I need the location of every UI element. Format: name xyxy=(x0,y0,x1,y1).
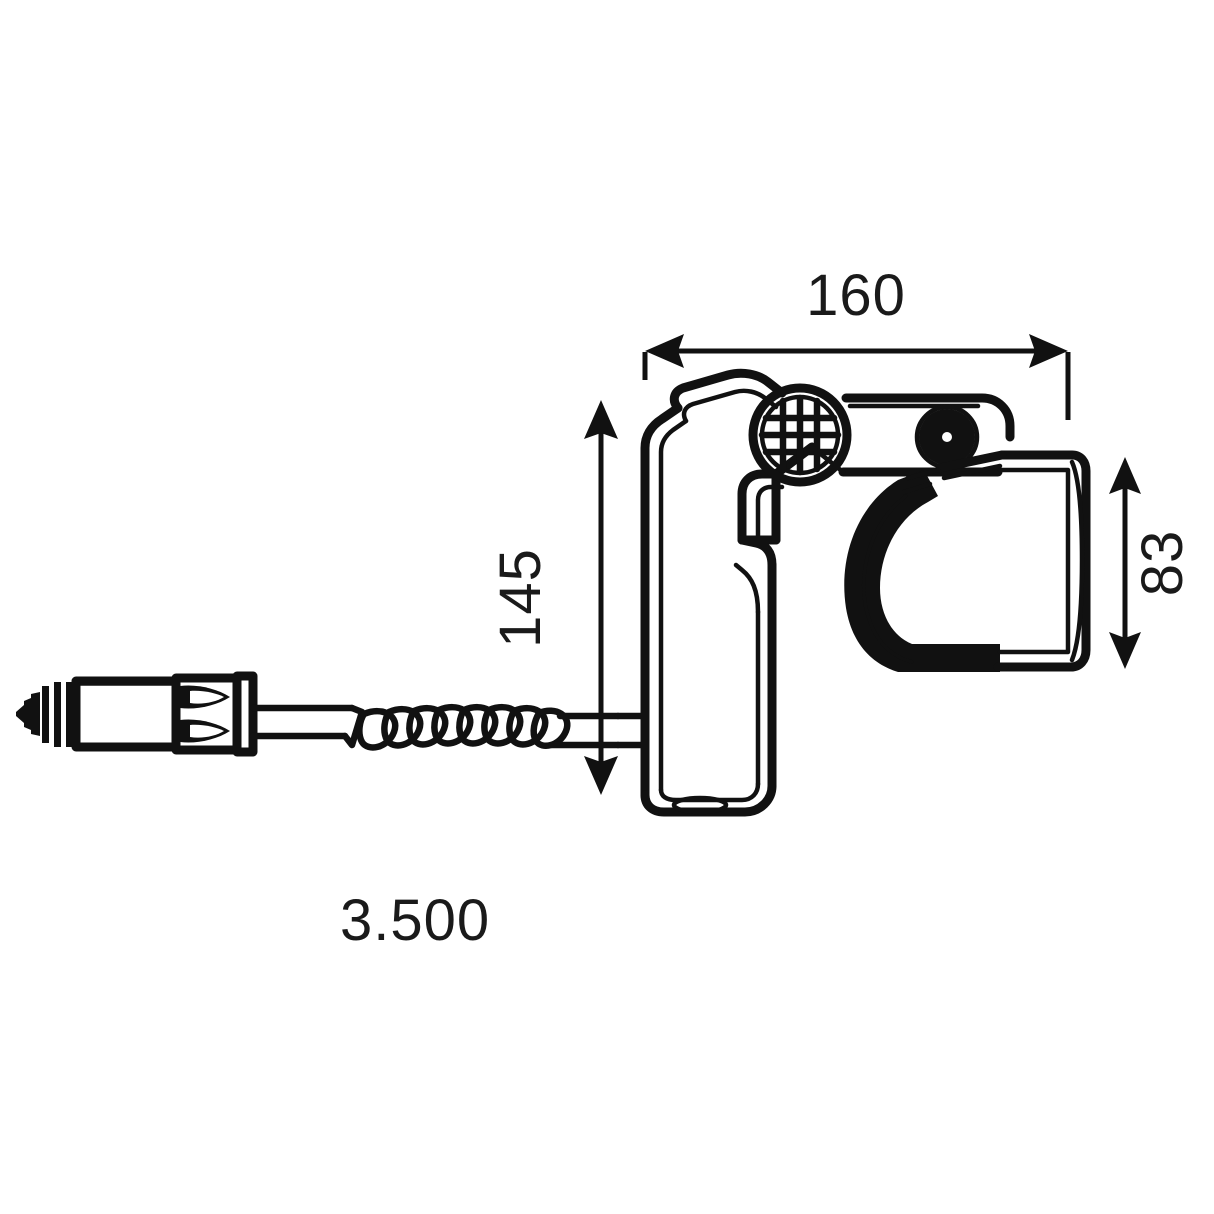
pivot-screw-center xyxy=(942,432,952,442)
head-pivot-tab xyxy=(905,467,941,481)
plug-connector xyxy=(16,671,258,757)
coil-loops xyxy=(356,703,571,751)
dimension-160: 160 xyxy=(642,263,1071,420)
plug-collar-ring-2 xyxy=(54,682,61,747)
handle-shoulder-inner xyxy=(733,562,761,615)
plug-tip-contact xyxy=(16,692,40,736)
lamp-head xyxy=(844,450,1091,672)
plug-side-contact-upper-inner xyxy=(190,690,224,704)
dimension-83-arrow-bottom xyxy=(1109,632,1141,669)
handle-foot-detail xyxy=(671,795,729,815)
plug-collar-ring-3 xyxy=(66,682,73,747)
head-crescent-highlight xyxy=(862,494,914,664)
top-lever-outer xyxy=(669,368,787,413)
handle-left-outer-edge xyxy=(640,403,683,800)
head-crescent-hook xyxy=(844,470,1000,672)
plug-cable-gland xyxy=(232,671,258,757)
speaker-grille-outer-ring xyxy=(748,383,852,487)
dimension-145-arrow-bottom xyxy=(584,756,618,795)
head-outer-shell xyxy=(995,450,1091,672)
head-lens-bezel xyxy=(997,467,1071,655)
head-top-flange xyxy=(935,450,1007,473)
dimension-145: 145 xyxy=(488,400,618,795)
dimension-160-arrow-left xyxy=(645,334,684,368)
speaker-grille xyxy=(748,383,852,487)
handle-left-inner-edge xyxy=(658,418,689,793)
lamp-body xyxy=(640,368,1091,817)
dimension-145-arrow-top xyxy=(584,400,618,439)
trigger-inner-face xyxy=(755,484,785,543)
plug-barrel xyxy=(71,676,181,752)
neck-to-deck-link xyxy=(809,444,846,475)
dimension-160-arrow-right xyxy=(1029,334,1068,368)
upper-deck-top-edge xyxy=(841,393,1015,442)
cable-straight-segment xyxy=(249,704,356,740)
head-top-flange-inner xyxy=(941,463,1003,481)
plug-side-contact-lower-inner xyxy=(190,724,224,738)
dimension-160-label: 160 xyxy=(806,263,906,328)
head-right-curve xyxy=(1069,459,1085,663)
dimension-cable-length-label: 3.500 xyxy=(340,888,490,953)
dimension-83: 83 xyxy=(1109,457,1195,669)
top-lever-inner xyxy=(681,388,779,424)
dimension-83-arrow-top xyxy=(1109,457,1141,494)
dimension-145-label: 145 xyxy=(488,548,553,648)
dimension-83-label: 83 xyxy=(1130,530,1195,597)
plug-collar-ring-1 xyxy=(42,686,49,743)
head-pivot-tab-inner xyxy=(901,481,933,495)
trigger-left-face xyxy=(737,469,781,545)
